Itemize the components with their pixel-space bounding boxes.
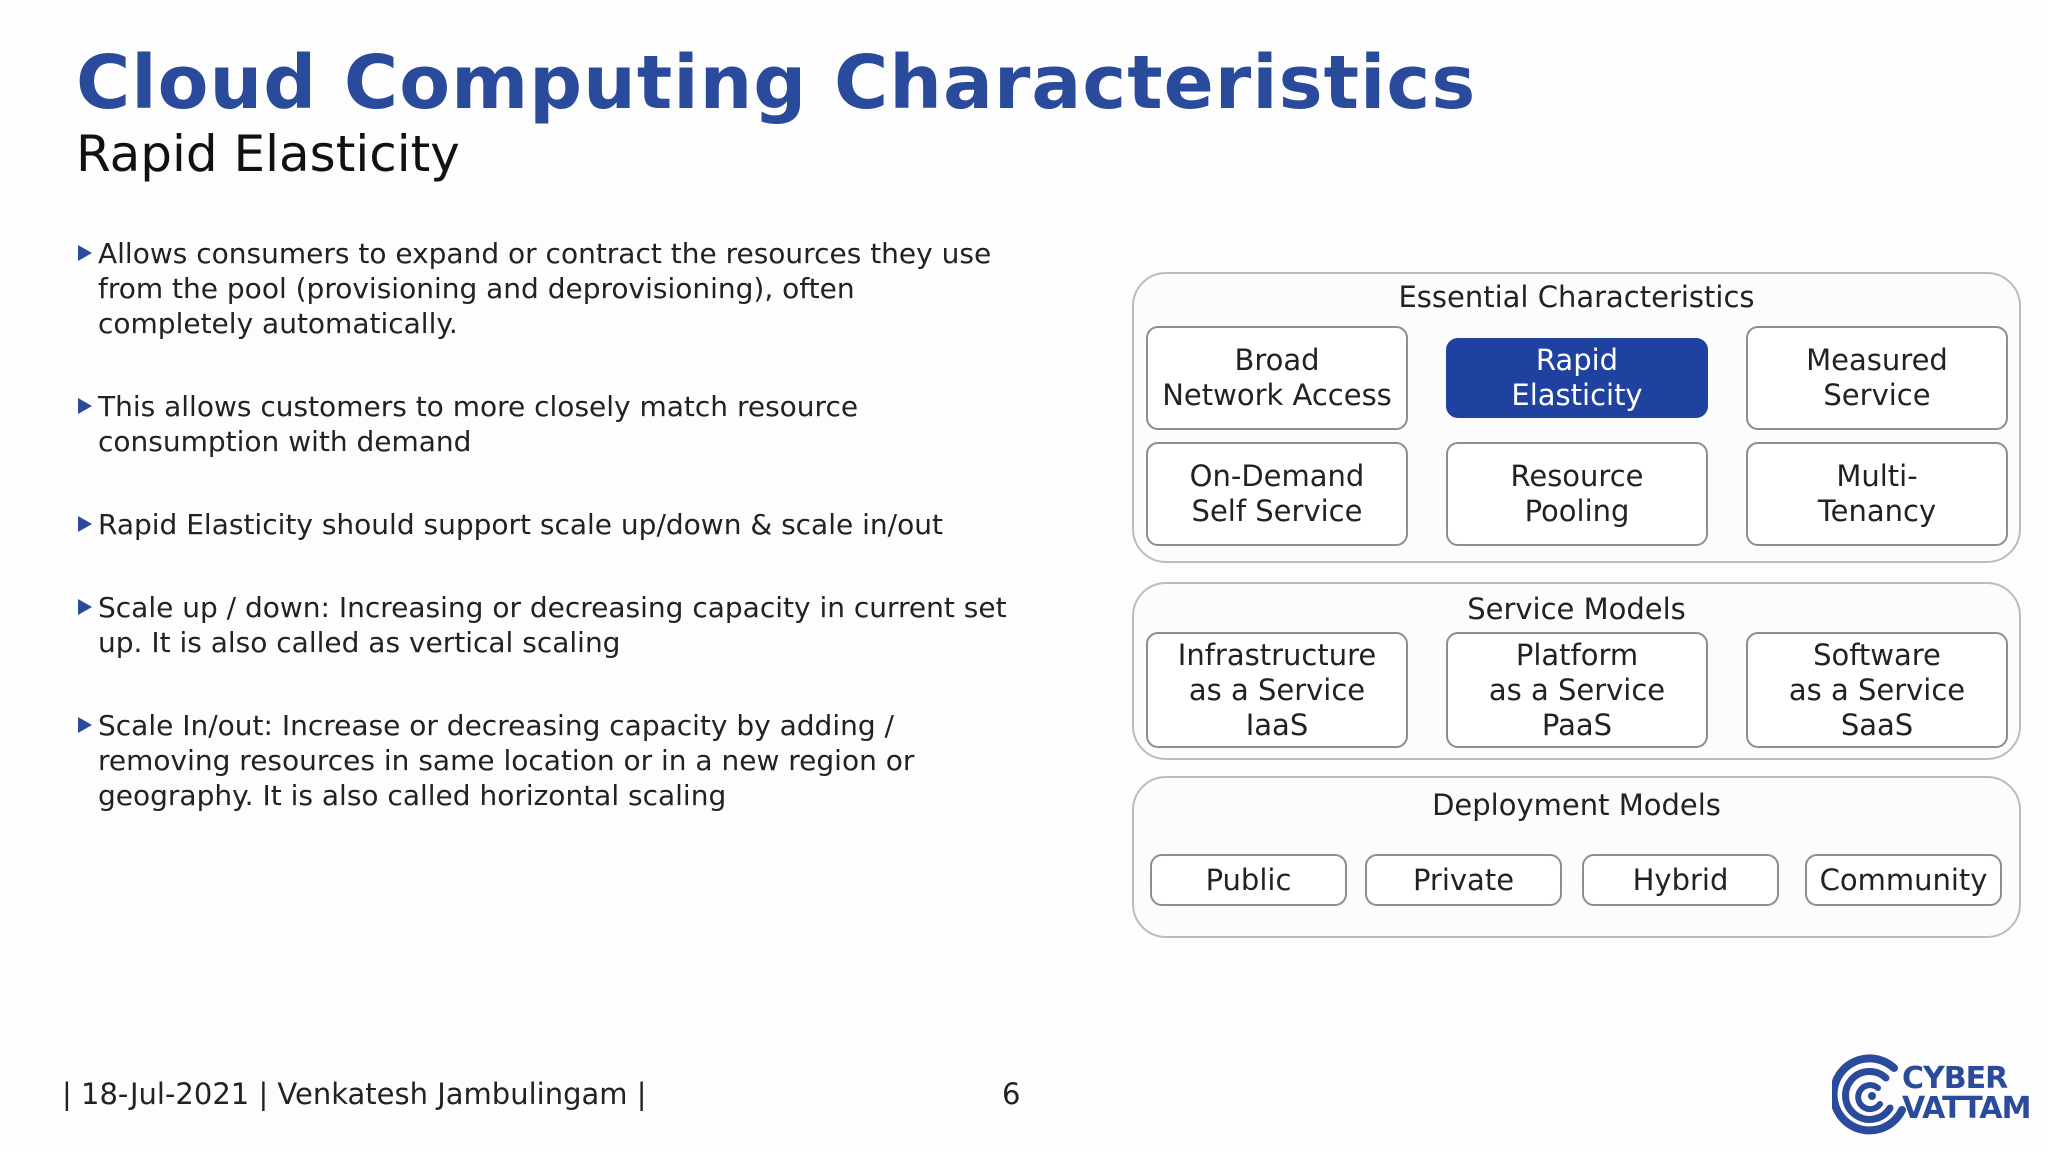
bullet-text: This allows customers to more closely ma… bbox=[98, 390, 859, 458]
panel-title: Service Models bbox=[1467, 592, 1686, 626]
bullet-item: Rapid Elasticity should support scale up… bbox=[78, 507, 1018, 542]
box-saas: Software as a Service SaaS bbox=[1746, 632, 2008, 748]
signal-circle-icon bbox=[1832, 1054, 1906, 1135]
logo-text-line1: CYBER bbox=[1902, 1061, 2008, 1096]
triangle-bullet-icon bbox=[78, 516, 92, 532]
box-on-demand-self-service: On-Demand Self Service bbox=[1146, 442, 1408, 546]
essential-characteristics-panel: Essential Characteristics Broad Network … bbox=[1132, 272, 2021, 563]
slide-title: Cloud Computing Characteristics bbox=[76, 40, 1477, 126]
box-multi-tenancy: Multi- Tenancy bbox=[1746, 442, 2008, 546]
box-public: Public bbox=[1150, 854, 1347, 906]
box-resource-pooling: Resource Pooling bbox=[1446, 442, 1708, 546]
triangle-bullet-icon bbox=[78, 398, 92, 414]
cybervattam-logo: CYBER VATTAM bbox=[1832, 1052, 2032, 1136]
box-paas: Platform as a Service PaaS bbox=[1446, 632, 1708, 748]
box-private: Private bbox=[1365, 854, 1562, 906]
footer-info: | 18-Jul-2021 | Venkatesh Jambulingam | bbox=[62, 1077, 647, 1111]
logo-text-line2: VATTAM bbox=[1902, 1091, 2031, 1126]
bullet-item: This allows customers to more closely ma… bbox=[78, 389, 1018, 459]
triangle-bullet-icon bbox=[78, 599, 92, 615]
box-measured-service: Measured Service bbox=[1746, 326, 2008, 430]
bullet-text: Scale In/out: Increase or decreasing cap… bbox=[98, 709, 915, 812]
bullet-item: Allows consumers to expand or contract t… bbox=[78, 236, 1018, 341]
page-number: 6 bbox=[1002, 1077, 1021, 1111]
triangle-bullet-icon bbox=[78, 245, 92, 261]
box-broad-network-access: Broad Network Access bbox=[1146, 326, 1408, 430]
bullet-text: Rapid Elasticity should support scale up… bbox=[98, 508, 943, 541]
bullet-text: Allows consumers to expand or contract t… bbox=[98, 237, 992, 340]
bullet-list: Allows consumers to expand or contract t… bbox=[78, 236, 1018, 861]
bullet-item: Scale In/out: Increase or decreasing cap… bbox=[78, 708, 1018, 813]
deployment-models-panel: Deployment Models Public Private Hybrid … bbox=[1132, 776, 2021, 938]
box-hybrid: Hybrid bbox=[1582, 854, 1779, 906]
triangle-bullet-icon bbox=[78, 717, 92, 733]
service-models-panel: Service Models Infrastructure as a Servi… bbox=[1132, 582, 2021, 760]
panel-title: Essential Characteristics bbox=[1398, 280, 1755, 314]
box-iaas: Infrastructure as a Service IaaS bbox=[1146, 632, 1408, 748]
panel-title: Deployment Models bbox=[1432, 788, 1721, 822]
box-rapid-elasticity: Rapid Elasticity bbox=[1446, 338, 1708, 418]
box-community: Community bbox=[1805, 854, 2002, 906]
slide-subtitle: Rapid Elasticity bbox=[76, 125, 460, 183]
bullet-item: Scale up / down: Increasing or decreasin… bbox=[78, 590, 1018, 660]
bullet-text: Scale up / down: Increasing or decreasin… bbox=[98, 591, 1007, 659]
